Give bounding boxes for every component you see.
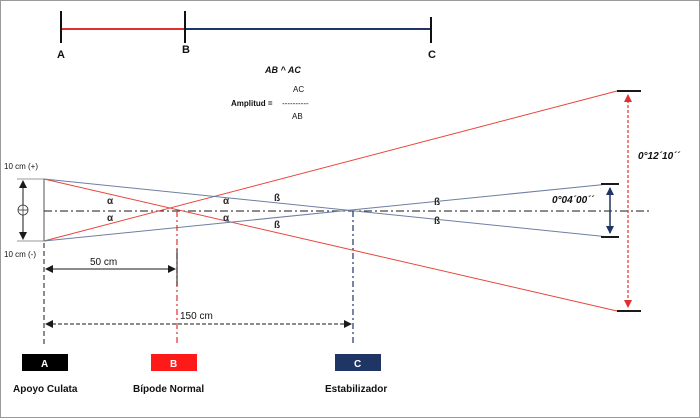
alpha-label: α [223, 196, 230, 207]
beta-label: ß [274, 193, 280, 204]
trajectory-lines [43, 90, 618, 312]
marker-c-badge-text: C [354, 359, 361, 370]
marker-c-caption: Estabilizador [325, 384, 387, 395]
red-line-top-to-bottom [43, 178, 618, 312]
formula-divider: ---------- [282, 99, 309, 108]
alpha-label: α [223, 213, 230, 224]
amplitude-formula: AC Amplitud = ---------- AB [231, 85, 309, 121]
ratio-text: AB ^ AC [264, 65, 301, 75]
alpha-label: α [107, 196, 114, 207]
marker-a: A Apoyo Culata [13, 354, 78, 395]
dimension-ac: 150 cm [45, 311, 352, 328]
marker-a-badge [22, 354, 68, 371]
marker-b: B Bípode Normal [133, 354, 204, 395]
red-line-bottom-to-top [43, 90, 618, 242]
beta-label: ß [434, 216, 440, 227]
blue-line-bottom-to-top [43, 183, 610, 242]
marker-b-caption: Bípode Normal [133, 384, 204, 395]
small-angle-indicator: 0°04´00´´ [552, 183, 619, 238]
alpha-label: α [107, 213, 114, 224]
angle-labels: α α α α ß ß ß ß [107, 193, 440, 231]
formula-denominator: AB [292, 112, 303, 121]
left-scale-bottom-label: 10 cm (-) [4, 250, 36, 259]
blue-line-top-to-bottom [43, 178, 610, 238]
formula-label: Amplitud = [231, 99, 273, 108]
beta-label: ß [434, 197, 440, 208]
left-scale: 10 cm (+) 10 cm (-) [4, 162, 45, 259]
marker-b-badge [151, 354, 197, 371]
top-scale-bar: A B C AB ^ AC [57, 11, 436, 75]
left-scale-top-label: 10 cm (+) [4, 162, 38, 171]
beta-label: ß [274, 220, 280, 231]
marker-c: C Estabilizador [325, 354, 387, 395]
marker-c-badge [335, 354, 381, 371]
dimension-ab: 50 cm [45, 257, 176, 273]
marker-lines [43, 211, 354, 346]
marker-a-badge-text: A [41, 359, 48, 370]
marker-b-badge-text: B [170, 359, 177, 370]
large-angle-indicator: 0°12´10´´ [617, 90, 680, 312]
top-label-c: C [428, 49, 436, 61]
top-label-b: B [182, 44, 190, 56]
large-angle-label: 0°12´10´´ [638, 151, 680, 162]
small-angle-label: 0°04´00´´ [552, 195, 594, 206]
formula-numerator: AC [293, 85, 304, 94]
marker-a-caption: Apoyo Culata [13, 384, 78, 395]
dimension-ac-label: 150 cm [180, 311, 213, 322]
dimension-ab-label: 50 cm [90, 257, 117, 268]
top-label-a: A [57, 49, 65, 61]
